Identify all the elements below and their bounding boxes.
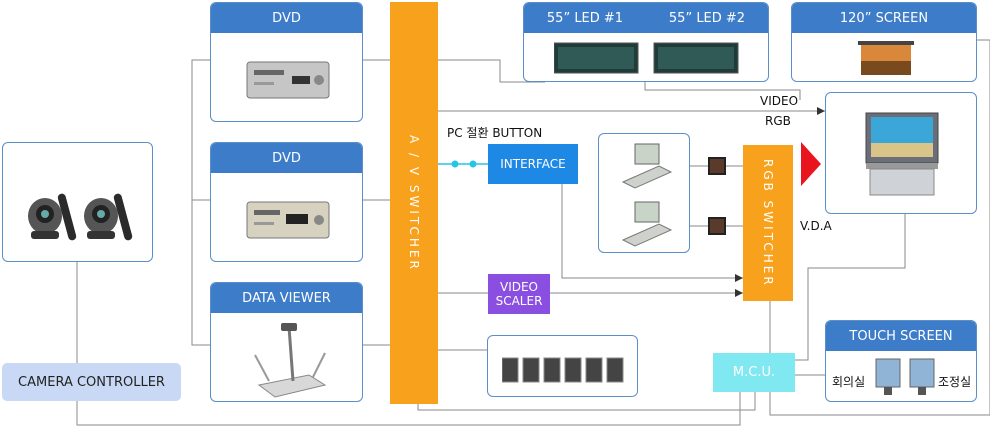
led-display-icon [554, 42, 739, 74]
av-switcher: A / V SWITCHER [390, 2, 438, 404]
dvd-card-2: DVD [210, 142, 363, 262]
touch-screen-title: TOUCH SCREEN [826, 321, 976, 351]
vda-arrow-icon [801, 142, 821, 186]
touch-screen-card: TOUCH SCREEN 회의실 조정실 [825, 320, 977, 402]
ptz-camera-icon [28, 193, 133, 241]
data-viewer-card: DATA VIEWER [210, 282, 363, 402]
video-scaler-label: VIDEO SCALER [495, 280, 543, 308]
rgb-label: RGB [765, 114, 791, 128]
connector-icon [708, 157, 726, 175]
led-card: 55” LED #1 55” LED #2 [523, 2, 769, 82]
video-label: VIDEO [760, 94, 799, 108]
connector-icon [708, 217, 726, 235]
monitor-icon [502, 357, 624, 383]
camera-controller-label: CAMERA CONTROLLER [18, 374, 165, 390]
conference-room-label: 회의실 [832, 375, 866, 389]
interface-label: INTERFACE [500, 157, 566, 171]
camera-controller: CAMERA CONTROLLER [2, 363, 181, 401]
interface-block: INTERFACE [488, 144, 578, 184]
mcu-block: M.C.U. [713, 353, 795, 392]
screen-120-card: 120” SCREEN [791, 2, 977, 82]
monitor-bank [487, 335, 638, 397]
dvd-card-2-title: DVD [211, 143, 362, 173]
screen-120-title: 120” SCREEN [792, 3, 976, 33]
dvd-card-1-title: DVD [211, 3, 362, 33]
led-2-title: 55” LED #2 [668, 10, 746, 26]
laptop-icon [621, 143, 673, 189]
dvd-player-icon [246, 201, 330, 239]
data-viewer-title: DATA VIEWER [211, 283, 362, 313]
video-scaler-block: VIDEO SCALER [488, 274, 550, 314]
projection-screen-icon [858, 41, 914, 75]
dvd-player-icon [246, 61, 330, 99]
dvd-card-1: DVD [210, 2, 363, 122]
rgb-switcher-label: RGB SWITCHER [761, 158, 775, 288]
projection-tv-icon [865, 112, 939, 196]
touch-monitor-icon [875, 358, 901, 395]
camera-card [2, 142, 153, 262]
laptop-icon [621, 201, 673, 247]
led-1-title: 55” LED #1 [546, 10, 624, 26]
mcu-label: M.C.U. [732, 365, 776, 380]
tv-card [825, 92, 977, 214]
laptop-card [598, 133, 690, 253]
rgb-switcher: RGB SWITCHER [743, 145, 793, 301]
pc-button-label: PC 절환 BUTTON [447, 126, 543, 140]
document-camera-icon [254, 323, 327, 398]
control-room-label: 조정실 [938, 375, 972, 389]
av-switcher-label: A / V SWITCHER [407, 134, 421, 272]
touch-monitor-icon [909, 358, 935, 395]
vda-label: V.D.A [800, 219, 832, 233]
